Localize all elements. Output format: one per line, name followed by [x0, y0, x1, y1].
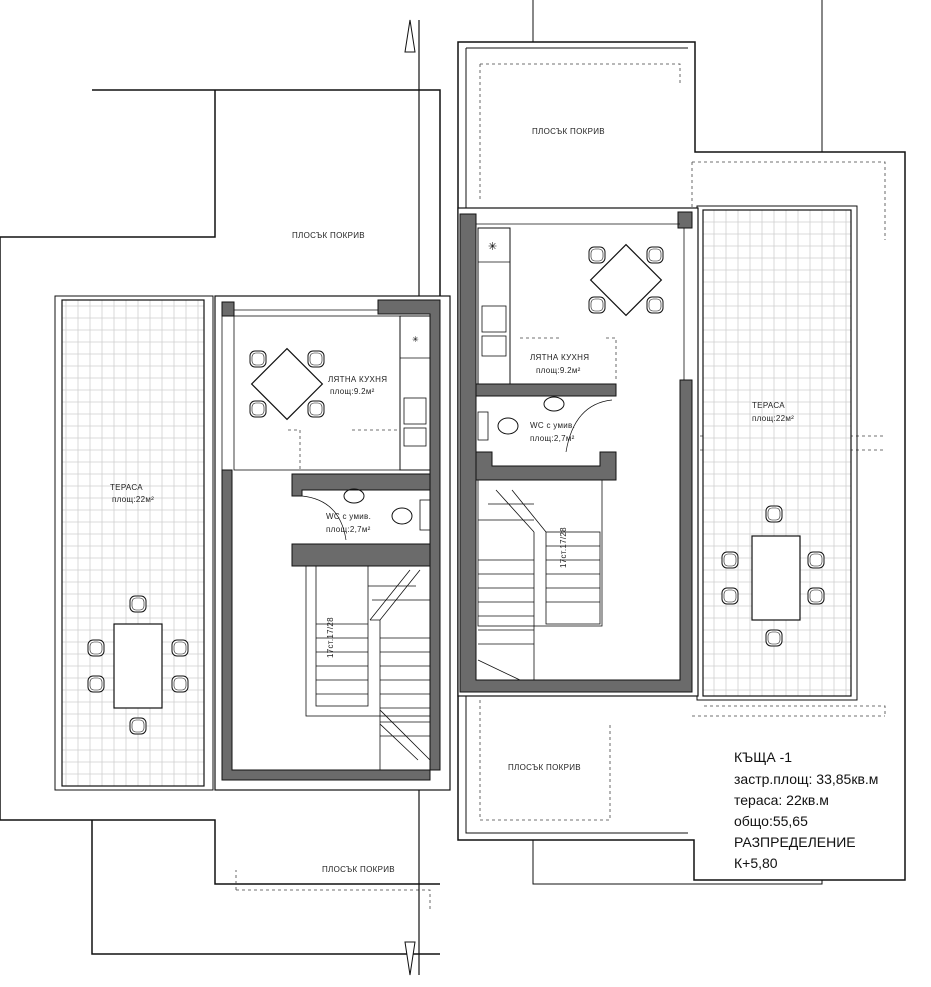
wc-label-left: WC с умив.	[326, 512, 371, 521]
terrace-label-left: ТЕРАСА	[110, 483, 143, 492]
house-title: КЪЩА -1	[734, 749, 792, 765]
info-block: КЪЩА -1 застр.площ: 33,85кв.м тераса: 22…	[734, 749, 878, 871]
flat-roof-label-2: ПЛОСЪК ПОКРИВ	[532, 127, 605, 136]
svg-text:✳: ✳	[488, 240, 497, 253]
terrace-area-left: площ:22м²	[112, 495, 154, 504]
wc-label-right: WC с умив.	[530, 421, 575, 430]
level-mark: К+5,80	[734, 855, 778, 871]
stairs-label-left: 17ст.17/28	[326, 617, 335, 658]
terrace-left-table	[87, 595, 189, 735]
built-area: застр.площ: 33,85кв.м	[734, 771, 878, 787]
terrace-area-right: площ:22м²	[752, 414, 794, 423]
terrace-right-table	[721, 505, 825, 647]
svg-text:✳: ✳	[412, 335, 419, 344]
total-area: общо:55,65	[734, 813, 808, 829]
flat-roof-label-3: ПЛОСЪК ПОКРИВ	[508, 763, 581, 772]
kitchen-label-right: ЛЯТНА КУХНЯ	[530, 353, 589, 362]
flat-roof-label-1: ПЛОСЪК ПОКРИВ	[292, 231, 365, 240]
terrace-right	[696, 205, 858, 701]
kitchen-label-left: ЛЯТНА КУХНЯ	[328, 375, 387, 384]
right-house: ✳	[457, 207, 699, 697]
layout-title: РАЗПРЕДЕЛЕНИЕ	[734, 834, 856, 850]
terrace-area: тераса: 22кв.м	[734, 792, 829, 808]
kitchen-area-left: площ:9.2м²	[330, 387, 375, 396]
terrace-label-right: ТЕРАСА	[752, 401, 785, 410]
wc-area-right: площ:2,7м²	[530, 434, 575, 443]
kitchen-area-right: площ:9.2м²	[536, 366, 581, 375]
wc-area-left: площ:2,7м²	[326, 525, 371, 534]
stairs-label-right: 17ст.17/28	[559, 527, 568, 568]
left-house: ✳	[214, 295, 451, 791]
terrace-left	[54, 295, 214, 791]
flat-roof-label-4: ПЛОСЪК ПОКРИВ	[322, 865, 395, 874]
plan-labels: ПЛОСЪК ПОКРИВ ПЛОСЪК ПОКРИВ ПЛОСЪК ПОКРИ…	[110, 127, 794, 874]
